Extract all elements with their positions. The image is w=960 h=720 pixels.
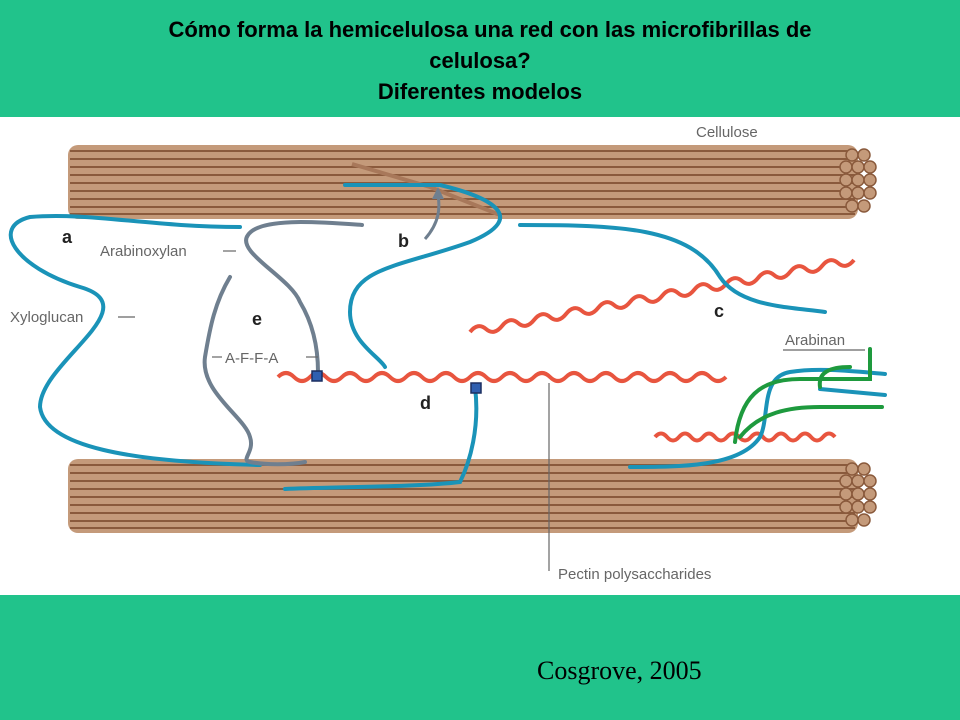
letter-a: a bbox=[62, 227, 73, 247]
arrow-head-icon bbox=[432, 187, 444, 199]
label-cellulose: Cellulose bbox=[696, 124, 758, 141]
xyloglucan-chains bbox=[8, 183, 887, 491]
cellulose-fibril-bottom bbox=[68, 459, 877, 533]
label-arabinan: Arabinan bbox=[785, 332, 845, 349]
diagram-svg: Cellulose Arabinoxylan Xyloglucan A-F-F-… bbox=[8, 124, 887, 583]
letter-e: e bbox=[252, 309, 262, 329]
citation: Cosgrove, 2005 bbox=[537, 656, 702, 685]
crosslink-marker bbox=[311, 370, 323, 382]
pectin-chains bbox=[276, 258, 856, 443]
letter-c: c bbox=[714, 301, 724, 321]
letter-b: b bbox=[398, 231, 409, 251]
leader-lines bbox=[118, 250, 865, 571]
title-line-3: Diferentes modelos bbox=[377, 79, 583, 104]
crosslink-marker bbox=[470, 382, 482, 394]
title-line-2: celulosa? bbox=[429, 48, 531, 73]
label-xyloglucan: Xyloglucan bbox=[10, 309, 83, 326]
cellulose-fibril-top bbox=[68, 145, 877, 219]
arabinan-chains bbox=[733, 347, 884, 444]
label-affa: A-F-F-A bbox=[225, 350, 278, 367]
arabinoxylan-chains bbox=[202, 220, 364, 467]
label-arabinoxylan: Arabinoxylan bbox=[100, 243, 187, 260]
title-line-1: Cómo forma la hemicelulosa una red con l… bbox=[168, 17, 812, 42]
label-pectin: Pectin polysaccharides bbox=[558, 566, 711, 583]
cell-wall-diagram: Cellulose Arabinoxylan Xyloglucan A-F-F-… bbox=[0, 117, 960, 595]
slide-title: Cómo forma la hemicelulosa una red con l… bbox=[0, 14, 960, 107]
letter-d: d bbox=[420, 393, 431, 413]
